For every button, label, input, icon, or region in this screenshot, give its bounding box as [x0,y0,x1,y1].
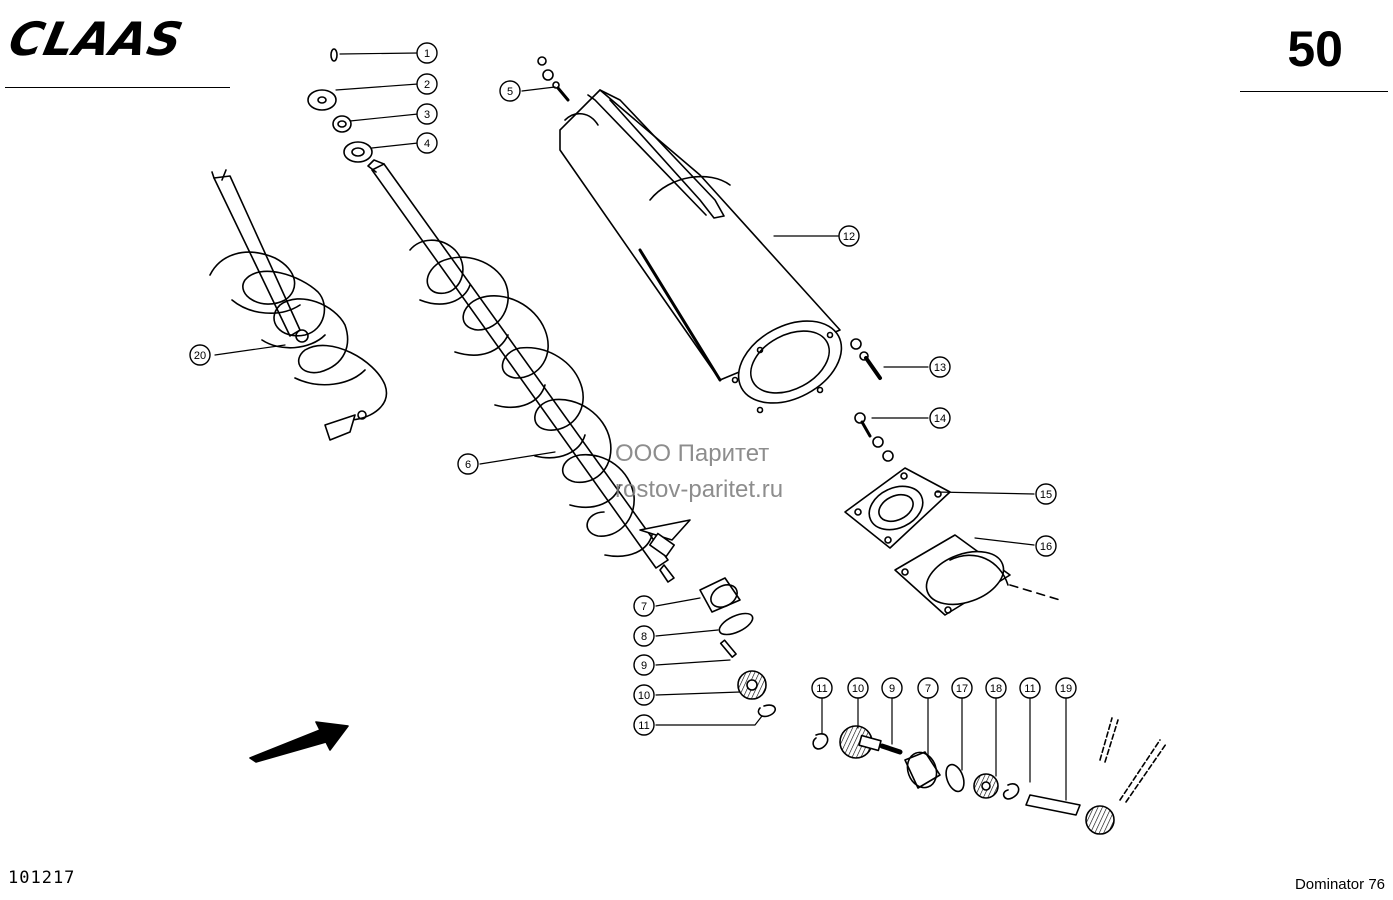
callout-10: 10 [633,684,655,706]
leader-lines [214,52,1067,801]
callout-label: 10 [852,683,864,695]
callout-label: 9 [889,683,895,695]
callout-3: 3 [416,103,438,125]
callout-label: 16 [1040,541,1052,553]
callout-4: 4 [416,132,438,154]
callout-9b: 9 [881,677,903,699]
callout-20: 20 [189,344,211,366]
callout-label: 2 [424,79,430,91]
callout-6: 6 [457,453,479,475]
callout-8: 8 [633,625,655,647]
top-hardware-parts [307,48,373,163]
callout-markers: 1 2 3 4 5 6 7 8 9 10 11 12 13 14 15 16 2… [189,42,1077,736]
callout-13: 13 [929,356,951,378]
callout-11: 11 [633,714,655,736]
callout-1: 1 [416,42,438,64]
callout-label: 7 [641,601,647,613]
callout-label: 14 [934,413,946,425]
callout-label: 18 [990,683,1002,695]
callout-label: 11 [816,683,827,695]
callout-label: 3 [424,109,430,121]
callout-17: 17 [951,677,973,699]
callout-label: 13 [934,362,946,374]
callout-2: 2 [416,73,438,95]
callout-label: 8 [641,631,647,643]
direction-arrow [249,721,349,763]
bolt-5-parts [537,56,570,102]
callout-5: 5 [499,80,521,102]
bearing-set-right [812,717,1167,835]
header-rule-left [5,87,230,88]
short-auger-part [209,169,388,441]
callout-label: 19 [1060,683,1072,695]
watermark-company: ООО Паритет [615,440,770,467]
callout-label: 6 [465,459,471,471]
watermark-site: rostov-paritet.ru [615,476,784,503]
bearing-set-left [699,577,776,718]
callout-7: 7 [633,595,655,617]
callout-label: 17 [956,683,968,695]
callout-10b: 10 [847,677,869,699]
callout-label: 20 [194,350,206,362]
callout-15: 15 [1035,483,1057,505]
machine-model: Dominator 76 [1294,876,1385,893]
callout-label: 10 [638,690,650,702]
callout-label: 4 [424,138,430,150]
callout-9: 9 [633,654,655,676]
callout-16: 16 [1035,535,1057,557]
callout-label: 7 [925,683,931,695]
bolt-13-14-parts [850,338,894,462]
callout-label: 11 [638,720,649,732]
callout-label: 11 [1024,683,1035,695]
callout-label: 15 [1040,489,1052,501]
callout-11c: 11 [1019,677,1041,699]
long-auger-part [367,159,691,583]
header-rule-right [1240,91,1388,92]
callout-12: 12 [838,225,860,247]
callout-14: 14 [929,407,951,429]
callout-11b: 11 [811,677,833,699]
callout-label: 12 [843,231,855,243]
callout-label: 9 [641,660,647,672]
auger-housing-part [559,89,843,414]
callout-19: 19 [1055,677,1077,699]
callout-18: 18 [985,677,1007,699]
page-number: 50 [1287,21,1343,77]
bearing-flange-part [844,467,951,549]
callout-label: 1 [424,48,430,60]
callout-7b: 7 [917,677,939,699]
callout-label: 5 [507,86,513,98]
gear-housing-part [894,534,1061,616]
document-number: 101217 [8,868,76,888]
